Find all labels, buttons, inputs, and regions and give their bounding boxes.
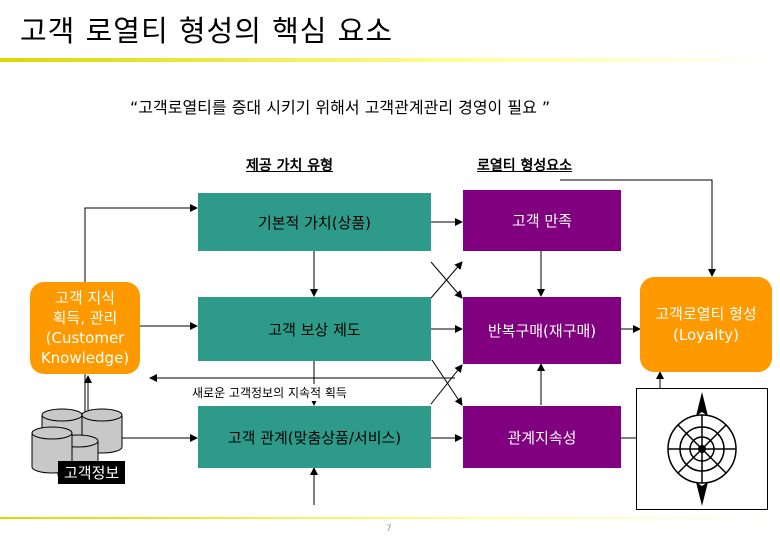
knowledge-line-2: 획득, 관리	[52, 308, 118, 327]
loyalty-box-satisfaction: 고객 만족	[463, 190, 621, 251]
title-underline	[0, 58, 780, 62]
loyalty-box-continuity-label: 관계지속성	[507, 428, 577, 447]
knowledge-line-3: (Customer	[45, 329, 125, 347]
value-types-header: 제공 가치 유형	[246, 158, 334, 174]
loyalty-outcome-line-1: 고객로열티 형성	[655, 305, 757, 324]
arrow-to-loyalty-top	[560, 179, 716, 277]
page-number: 7	[386, 524, 392, 534]
value-box-relationship: 고객 관계(맞춤상품/서비스)	[198, 406, 431, 468]
loyalty-box-satisfaction-label: 고객 만족	[512, 212, 572, 230]
footer-line	[0, 517, 780, 519]
knowledge-box: 고객 지식 획득, 관리 (Customer Knowledge)	[30, 282, 140, 374]
loyalty-box-repurchase-label: 반복구매(재구매)	[487, 322, 597, 340]
database-label: 고객정보	[58, 461, 126, 484]
feedback-label: 새로운 고객정보의 지속적 획득	[190, 384, 349, 401]
value-box-reward-label: 고객 보상 제도	[268, 320, 361, 339]
value-box-relationship-label: 고객 관계(맞춤상품/서비스)	[227, 428, 402, 447]
value-box-basic: 기본적 가치(상품)	[198, 193, 431, 251]
loyalty-outcome-line-2: (Loyalty)	[673, 325, 739, 344]
value-box-reward: 고객 보상 제도	[198, 297, 431, 361]
loyalty-box-continuity: 관계지속성	[463, 406, 621, 468]
arrow-knowledge-to-basic-value	[84, 204, 198, 282]
key-message: “고객로열티를 증대 시키기 위해서 고객관계관리 경영이 필요 ”	[130, 98, 551, 117]
arrow-diag-2	[430, 261, 463, 299]
database-stack-icon: 고객정보	[30, 405, 140, 495]
arrow-diag-4	[431, 359, 463, 406]
knowledge-line-1: 고객 지식	[55, 288, 115, 307]
loyalty-outcome-box: 고객로열티 형성 (Loyalty)	[640, 277, 772, 372]
value-box-basic-label: 기본적 가치(상품)	[257, 213, 372, 232]
page-title: 고객 로열티 형성의 핵심 요소	[20, 14, 394, 48]
compass-icon	[636, 388, 768, 510]
arrow-diag-3	[430, 364, 463, 405]
loyalty-box-repurchase: 반복구매(재구매)	[463, 297, 621, 364]
loyalty-elements-header: 로열티 형성요소	[477, 158, 573, 174]
knowledge-line-4: Knowledge)	[40, 349, 130, 368]
